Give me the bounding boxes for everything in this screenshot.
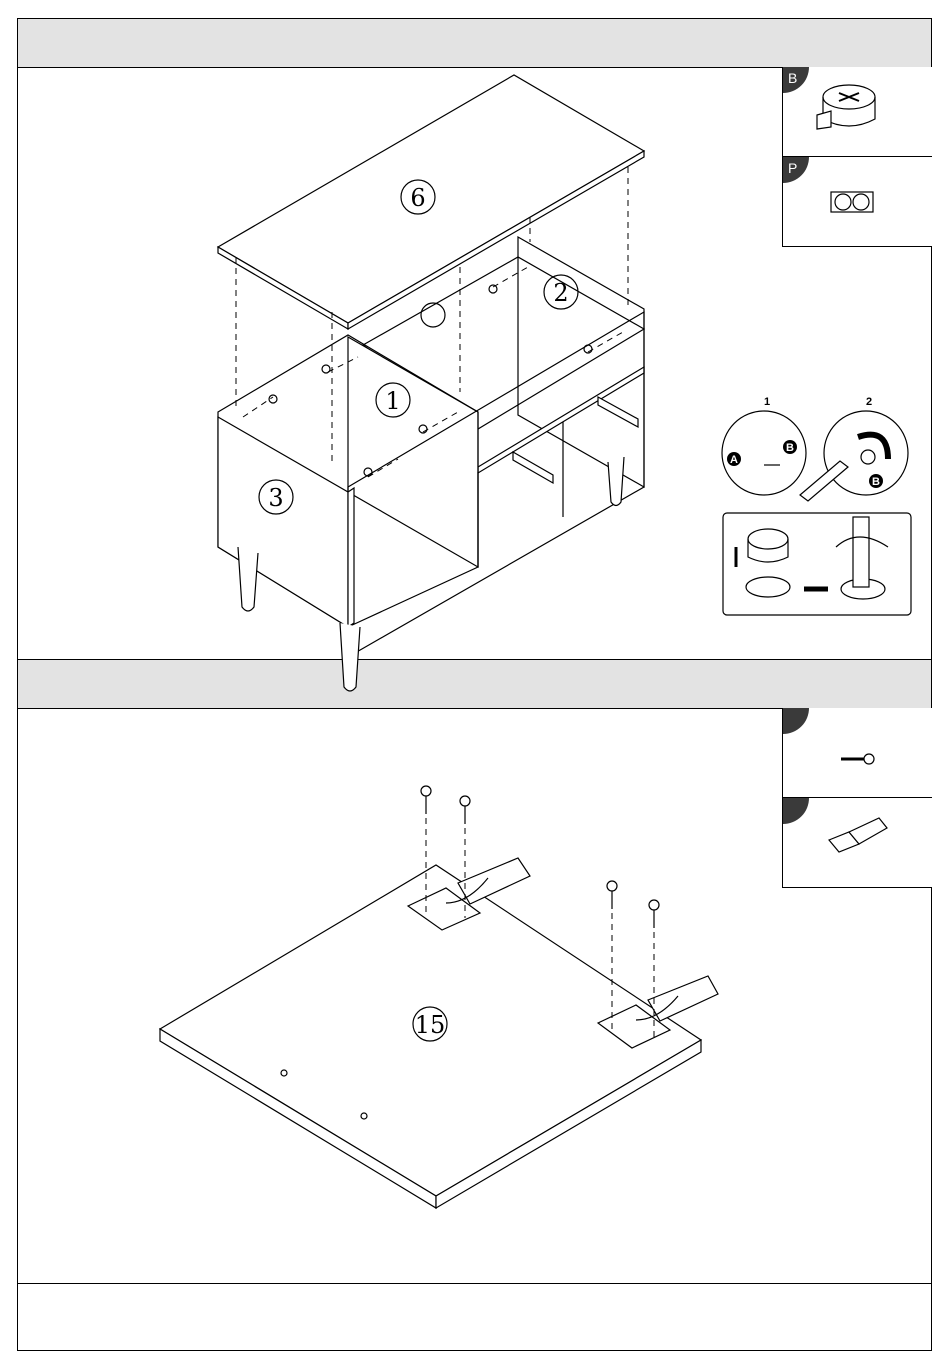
dowel-cap-icon xyxy=(783,157,933,247)
part-box-screw xyxy=(782,708,932,798)
step-header-2 xyxy=(18,659,931,709)
door-hinge-diagram: 15 xyxy=(18,708,778,1268)
panel-label-15: 15 xyxy=(415,1011,446,1039)
instruction-page: B P xyxy=(17,18,932,1351)
inset-label-b2: B xyxy=(872,476,880,488)
panel-label-3: 3 xyxy=(268,484,283,512)
screw-icon-3 xyxy=(607,881,617,909)
panel-1-shape xyxy=(348,337,478,567)
panel-3-shape xyxy=(218,417,348,627)
inset-step-1: 1 xyxy=(764,396,770,408)
part-box-cam-lock: B xyxy=(782,67,932,157)
inset-label-b: B xyxy=(786,442,794,454)
cam-lock-instruction-inset: 1 2 A B B xyxy=(718,397,918,647)
hinge-icon xyxy=(783,798,933,888)
step-header-1 xyxy=(18,19,931,68)
screwdriver-icon xyxy=(800,461,848,501)
screw-icon-4 xyxy=(649,900,659,928)
part-box-dowel-cap: P xyxy=(782,157,932,247)
cabinet-assembly-diagram: 6 2 1 3 xyxy=(18,67,778,657)
inset-step-2: 2 xyxy=(866,396,872,408)
panel-label-1: 1 xyxy=(385,387,400,415)
part-box-hinge xyxy=(782,798,932,888)
screw-icon-2 xyxy=(460,796,470,824)
screw-icon-1 xyxy=(421,786,431,814)
cam-lock-icon xyxy=(783,67,933,157)
inset-label-a: A xyxy=(730,454,738,466)
screw-icon xyxy=(783,708,933,798)
footer-divider xyxy=(18,1283,931,1284)
panel-label-6: 6 xyxy=(410,184,425,212)
panel-2-shape xyxy=(518,237,644,487)
panel-label-2: 2 xyxy=(553,279,568,307)
